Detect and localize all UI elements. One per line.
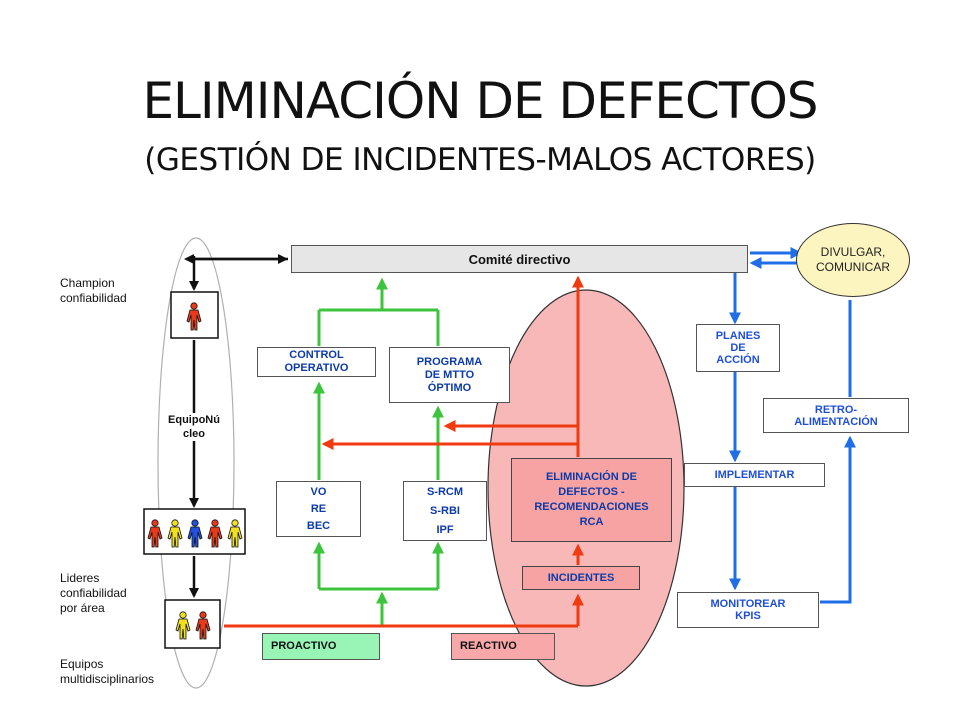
reactivo-box: REACTIVO — [451, 633, 555, 660]
green-connectors — [224, 277, 444, 628]
programa-mtto-box: PROGRAMA DE MTTO ÓPTIMO — [389, 347, 510, 403]
champion-label: Champion confiabilidad — [60, 276, 127, 305]
vo-re-bec-box: VO RE BEC — [276, 481, 361, 537]
lideres-label: Lideres confiabilidad por área — [60, 571, 127, 615]
equipos-label: Equipos multidisciplinarios — [60, 657, 155, 686]
monitorear-kpis-box: MONITOREAR KPIS — [677, 592, 819, 628]
implementar-box: IMPLEMENTAR — [684, 463, 825, 487]
comite-directivo-box: Comité directivo — [291, 245, 748, 273]
planes-accion-box: PLANES DE ACCIÓN — [696, 324, 780, 372]
page-subtitle: (GESTIÓN DE INCIDENTES-MALOS ACTORES) — [144, 142, 816, 178]
retroalimentacion-box: RETRO- ALIMENTACIÓN — [763, 398, 909, 433]
srcm-srbi-ipf-box: S-RCM S-RBI IPF — [403, 481, 487, 541]
proactivo-box: PROACTIVO — [262, 633, 380, 660]
control-operativo-box: CONTROL OPERATIVO — [257, 347, 376, 377]
incidentes-box: INCIDENTES — [522, 566, 640, 590]
eliminacion-defectos-box: ELIMINACIÓN DE DEFECTOS - RECOMENDACIONE… — [511, 458, 672, 542]
equipo-nucleo-label: EquipoNú cleo — [160, 413, 228, 441]
team-ellipse — [157, 237, 235, 689]
divulgar-comunicar-ellipse: DIVULGAR, COMUNICAR — [796, 223, 910, 297]
red-connectors — [224, 275, 584, 628]
equipos-icon-box — [164, 599, 221, 649]
page-title: ELIMINACIÓN DE DEFECTOS — [142, 72, 818, 130]
